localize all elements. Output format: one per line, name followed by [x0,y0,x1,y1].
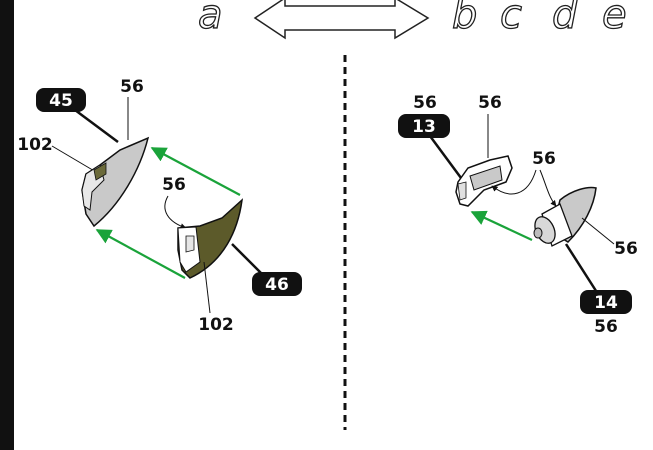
part-badge-13: 13 [398,114,450,138]
svg-text:46: 46 [265,275,289,295]
variant-letter-d: d [552,0,578,38]
label-56-top-left: 56 [120,77,144,97]
variant-letter-e: e [602,0,627,38]
part-14-roller [533,186,597,247]
svg-text:13: 13 [412,117,436,137]
leader-line-56-side [581,217,615,245]
assembly-arrow-lower [95,229,186,279]
assembly-arrow-upper [150,147,241,196]
label-56-top-right-b: 56 [478,93,502,113]
svg-text:45: 45 [49,91,73,111]
variant-letter-a: a [198,0,223,38]
curved-arrow-56 [164,195,187,230]
label-56-mid-left: 56 [162,175,186,195]
label-56-bottom-right: 56 [594,317,618,337]
part-badge-14: 14 [580,290,632,314]
part-badge-46: 46 [252,272,302,296]
page-edge-bar [0,0,14,450]
label-102-left: 102 [17,135,53,155]
svg-text:14: 14 [594,293,618,313]
curved-arrow-56-left [491,169,537,195]
label-56-side-right: 56 [614,239,638,259]
leader-line-102-left [51,145,97,173]
part-45-shell [81,136,150,228]
label-56-mid-right: 56 [532,149,556,169]
label-102-bottom: 102 [198,315,234,335]
leader-line-45 [74,108,119,144]
leader-line-46 [231,243,263,275]
leader-line-14 [564,243,600,295]
variant-letter-c: c [500,0,522,38]
variant-letter-b: b [452,0,477,38]
curved-arrow-56-right [539,169,557,207]
part-13-bracket [455,155,513,207]
part-46-shell [177,198,244,279]
leader-line-13 [428,135,466,183]
part-badge-45: 45 [36,88,86,112]
leader-line-102-bottom [203,261,211,314]
label-56-top-right-a: 56 [413,93,437,113]
double-arrow-icon [253,0,430,40]
assembly-arrow-right [470,210,533,241]
